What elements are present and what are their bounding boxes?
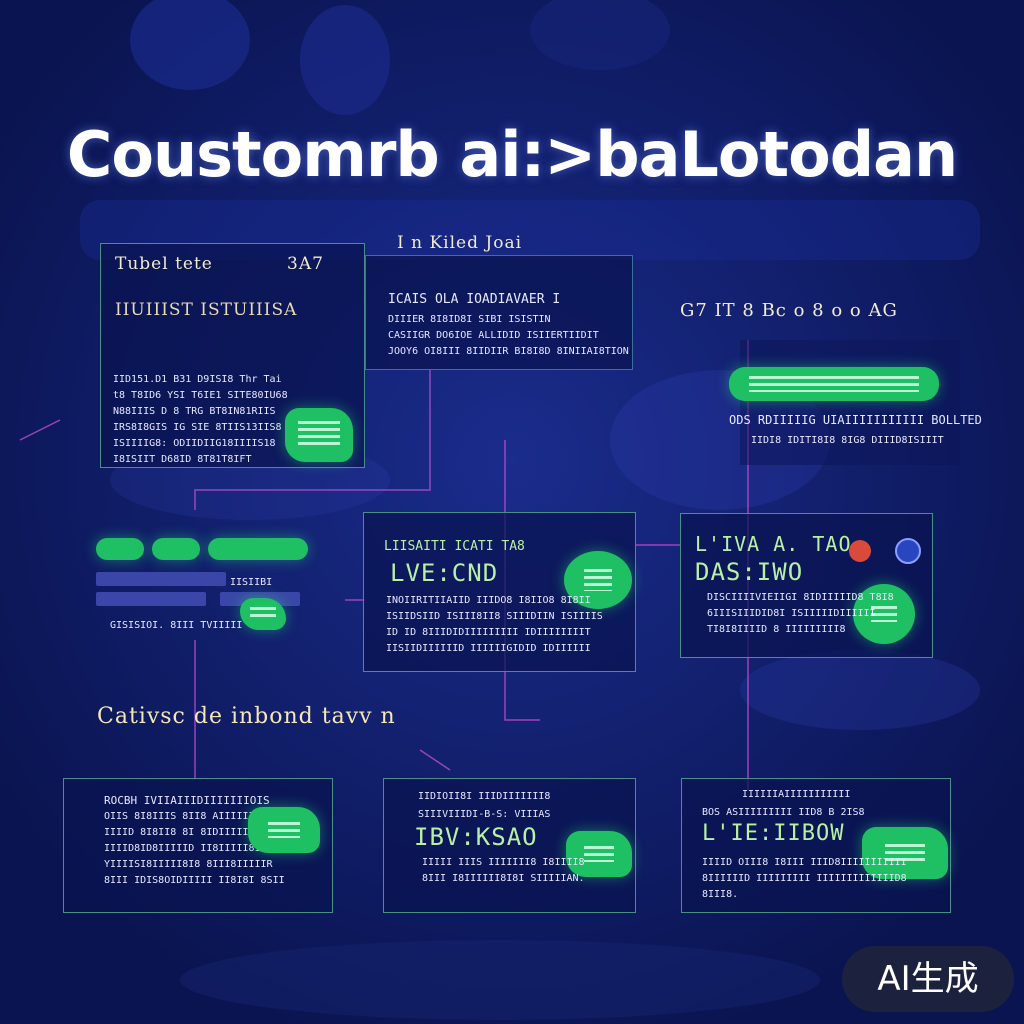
text-line: CASIIGR DO6IOE ALLIDID ISIIERTIIDIT (388, 330, 599, 341)
text-line: YIIIISI8IIIII8I8 8III8IIIIIR (104, 859, 273, 870)
green-pill-icon (152, 538, 200, 560)
panel-bottom-3: IIIIIIAIIIIIIIIIII BOS ASIIIIIIIII IID8 … (681, 778, 951, 913)
text-line: ISIIIIG8: ODIIDIIG18IIIIS18 (113, 438, 276, 449)
text-line: ISIIDSIID ISIII8II8 SIIIDIIN ISIIIIS (386, 611, 603, 622)
right-panel-heading: L'IVA A. TAO (695, 532, 852, 556)
text-line: IIIII IIIS IIIIIII8 I8IIII8 (422, 857, 585, 868)
text-line: IIIID OIII8 I8III IIID8IIIIIIIIIII (702, 857, 907, 868)
top-caption: I n Kiled Joai (397, 233, 523, 253)
text-line: 6IIISIIIDID8I ISIIIIIDIIIIII (707, 608, 876, 619)
text-line: 8III8. (702, 889, 739, 900)
panel-bottom-2: IIDIOII8I IIIDIIIIIII8 SIIIVIIIDI-B-S: V… (383, 778, 636, 913)
bottom-3-value: L'IE:IIBOW (702, 821, 845, 846)
chip-icon (566, 831, 632, 877)
panel-1-glyph: 3A7 (287, 254, 324, 274)
right-panel-lines: DISCIIIIVIEIIGI 8IDIIIIID8 T8I8 6IIISIII… (707, 590, 894, 638)
left-status-block: IISIIBI GISISIOI. 8III TVIIIII (90, 530, 350, 640)
text-line: N88IIIS D 8 TRG BT8IN81RIIS (113, 406, 276, 417)
text-line: t8 T8ID6 YSI T6IE1 SITE80IU68 (113, 390, 288, 401)
chip-icon (285, 408, 353, 462)
top-right-caption: G7 IT 8 Bc o 8 o o AG (680, 300, 898, 321)
ai-generated-badge: AI生成 (842, 946, 1014, 1012)
panel-2-lines: DIIIER 8I8ID8I SIBI ISISTIN CASIIGR DO6I… (388, 312, 629, 360)
text-line: IIIID8ID8IIIIID II8IIIII8I8 (104, 843, 267, 854)
text-line: DIIIER 8I8ID8I SIBI ISISTIN (388, 314, 551, 325)
green-pill-icon (729, 367, 939, 401)
text-line: IISIIDIIIIIID IIIIIIGIDID IDIIIIII (386, 643, 591, 654)
bottom-3-lines: IIIID OIII8 I8III IIID8IIIIIIIIIII 8IIII… (702, 855, 907, 903)
text-line: TI8I8IIIID 8 IIIIIIIII8 (707, 624, 846, 635)
bottom-2-value: IBV:KSAO (414, 823, 538, 851)
chip-icon (564, 551, 632, 609)
right-panel-value: DAS:IWO (695, 558, 804, 586)
text-line: ID ID 8IIIDIDIIIIIIIII IDIIIIIIIIT (386, 627, 591, 638)
bottom-2-subtitle: SIIIVIIIDI-B-S: VIIIAS (418, 809, 551, 820)
top-right-line: ODS RDIIIIIG UIAIIIIIIIIIII BOLLTED (729, 413, 982, 427)
bottom-2-lines: IIIII IIIS IIIIIII8 I8IIII8 8III I8IIIII… (422, 855, 585, 887)
panel-1-lines: IID151.D1 B31 D9ISI8 Thr Tai t8 T8ID6 YS… (113, 372, 288, 468)
mid-panel-value: LVE:CND (390, 559, 499, 587)
panel-metric-mid: LIISAITI ICATI TA8 LVE:CND INOIIRITIIAII… (363, 512, 636, 672)
panel-info-1: Tubel tete 3A7 IIUIIIST ISTUIIISA IID151… (100, 243, 365, 468)
status-dot-icon (849, 540, 871, 562)
panel-metric-right: L'IVA A. TAO DAS:IWO DISCIIIIVIEIIGI 8ID… (680, 513, 933, 658)
status-bar (96, 572, 226, 586)
panel-info-2: ICAIS OLA IOADIAVAER I DIIIER 8I8ID8I SI… (365, 255, 633, 370)
text-line: JOOY6 OI8III 8IIDIIR BI8I8D 8INIIAI8TION (388, 346, 629, 357)
text-line: DISCIIIIVIEIIGI 8IDIIIIID8 T8I8 (707, 592, 894, 603)
section-caption: Cativsc de inbond tavv n (97, 704, 396, 729)
mid-panel-heading: LIISAITI ICATI TA8 (384, 539, 525, 554)
panel-info-3: ODS RDIIIIIG UIAIIIIIIIIIII BOLLTED IIDI… (729, 340, 982, 465)
chip-icon (240, 598, 286, 630)
globe-icon (895, 538, 921, 564)
page-title: Coustomrb ai:>baLotodan (66, 118, 958, 191)
text-line: OIIS 8I8IIIS 8II8 AIIIIIIID (104, 811, 267, 822)
green-pill-icon (208, 538, 308, 560)
text-line: IRS8I8GIS IG SIE 8TIIS13IIS8 (113, 422, 282, 433)
text-line: 8IIIIIID IIIIIIIII IIIIIIIIIIIIID8 (702, 873, 907, 884)
chip-icon (248, 807, 320, 853)
panel-1-heading: Tubel tete (115, 254, 213, 274)
text-line: ROCBH IVIIAIIIDIIIIIIIOIS (104, 794, 270, 807)
left-caption: GISISIOI. 8III TVIIIII (110, 620, 243, 631)
mid-panel-lines: INOIIRITIIAIID IIIDO8 I8IIO8 8I8II ISIID… (386, 593, 603, 657)
bottom-3-subtitle: BOS ASIIIIIIIII IID8 B 2IS8 (702, 807, 865, 818)
bottom-1-lines: ROCBH IVIIAIIIDIIIIIIIOIS OIIS 8I8IIIS 8… (104, 793, 285, 889)
text-line: IID151.D1 B31 D9ISI8 Thr Tai (113, 374, 282, 385)
top-right-subline: IIDI8 IDITI8I8 8IG8 DIIID8ISIIIT (751, 435, 944, 446)
chip-icon (853, 584, 915, 644)
chip-icon (862, 827, 948, 879)
text-line: 8III I8IIIIII8I8I SIIIIIAN. (422, 873, 585, 884)
panel-bottom-1: ROCBH IVIIAIIIDIIIIIIIOIS OIIS 8I8IIIS 8… (63, 778, 333, 913)
bottom-3-heading: IIIIIIAIIIIIIIIIII (742, 789, 851, 800)
panel-2-heading: ICAIS OLA IOADIAVAER I (388, 292, 561, 307)
green-pill-icon (96, 538, 144, 560)
text-line: 8III IDIS8OIDIIIII II8I8I 8SII (104, 875, 285, 886)
text-line: IIIID 8I8II8 8I 8IDIIIIIII8 (104, 827, 267, 838)
text-line: I8ISIIT D68ID 8T81T8IFT (113, 454, 252, 465)
panel-1-subtitle: IIUIIIST ISTUIIISA (115, 300, 298, 320)
text-line: INOIIRITIIAIID IIIDO8 I8IIO8 8I8II (386, 595, 591, 606)
status-bar (96, 592, 206, 606)
bottom-2-heading: IIDIOII8I IIIDIIIIIII8 (418, 791, 551, 802)
status-bar-label: IISIIBI (230, 577, 273, 588)
